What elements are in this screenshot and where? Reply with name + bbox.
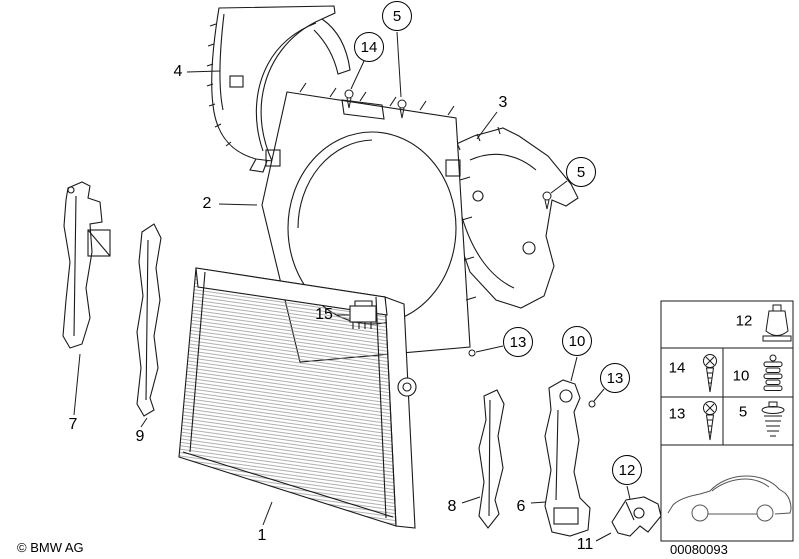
rubber-buffer-icon — [762, 304, 792, 342]
legend-label-12[interactable]: 12 — [735, 312, 753, 330]
callout-11[interactable]: 11 — [576, 536, 594, 553]
copyright-text: © BMW AG — [17, 540, 84, 555]
part-8-bracket — [478, 389, 505, 529]
part-6-bracket — [544, 379, 591, 537]
callout-4[interactable]: 4 — [173, 63, 183, 80]
callout-10[interactable]: 10 — [562, 326, 592, 356]
diagram-number: 00080093 — [670, 542, 728, 557]
legend-label-13[interactable]: 13 — [668, 405, 686, 423]
part-7-left-bracket — [62, 181, 111, 349]
callout-1[interactable]: 1 — [257, 527, 267, 544]
callout-2[interactable]: 2 — [202, 195, 212, 212]
leader-lines — [73, 31, 631, 542]
callout-5-top[interactable]: 5 — [382, 1, 412, 31]
screw-icon-13 — [703, 401, 717, 441]
callout-13-left[interactable]: 13 — [503, 327, 533, 357]
legend-label-10[interactable]: 10 — [732, 367, 750, 385]
screw-icon-14 — [703, 354, 717, 393]
grommet-stack-icon — [763, 354, 783, 391]
callout-13-right[interactable]: 13 — [600, 363, 630, 393]
part-15-clip — [349, 300, 377, 329]
expansion-rivet-icon — [761, 401, 785, 437]
legend-label-14[interactable]: 14 — [668, 359, 686, 377]
callout-8[interactable]: 8 — [447, 498, 457, 515]
car-silhouette-icon — [667, 475, 792, 522]
part-1-radiator — [178, 267, 417, 529]
callout-7[interactable]: 7 — [68, 416, 78, 433]
legend-label-5[interactable]: 5 — [738, 403, 748, 421]
part-11-bracket — [611, 496, 662, 537]
part-9-bracket — [136, 223, 162, 417]
callout-3[interactable]: 3 — [498, 94, 508, 111]
callout-9[interactable]: 9 — [135, 428, 145, 445]
callout-15[interactable]: 15 — [315, 306, 333, 323]
callout-5-right[interactable]: 5 — [566, 157, 596, 187]
callout-14[interactable]: 14 — [354, 32, 384, 62]
callout-12[interactable]: 12 — [612, 455, 642, 485]
screw-fastener-icons — [344, 89, 596, 408]
part-3-right-air-duct — [447, 126, 579, 309]
callout-6[interactable]: 6 — [516, 498, 526, 515]
